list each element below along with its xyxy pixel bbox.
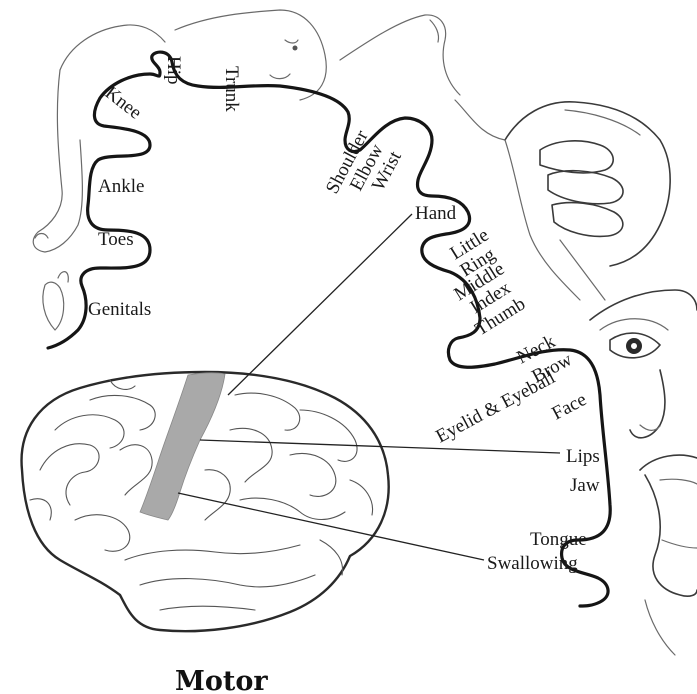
label-lips: Lips bbox=[566, 446, 600, 467]
label-tongue: Tongue bbox=[530, 529, 587, 550]
label-hand: Hand bbox=[415, 203, 457, 224]
label-face: Face bbox=[548, 389, 590, 424]
brain-illustration bbox=[22, 372, 389, 631]
label-toes: Toes bbox=[98, 229, 134, 250]
pointer-hand bbox=[228, 214, 412, 395]
label-jaw: Jaw bbox=[570, 475, 600, 496]
label-genitals: Genitals bbox=[88, 299, 151, 320]
label-ankle: Ankle bbox=[98, 176, 144, 197]
diagram-title: Motor bbox=[175, 666, 268, 694]
label-hip: Hip bbox=[163, 56, 184, 85]
label-eyelid-eyeball: Eyelid & Eyeball bbox=[432, 367, 558, 447]
label-swallowing: Swallowing bbox=[487, 553, 578, 574]
label-trunk: Trunk bbox=[221, 66, 242, 112]
